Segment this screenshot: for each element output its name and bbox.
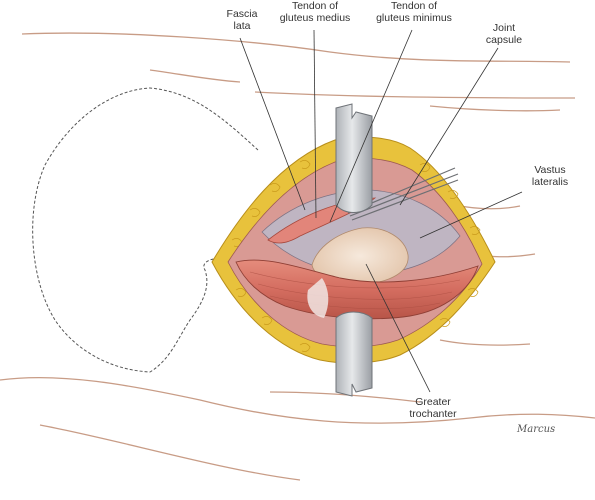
label-fascia-lata: Fascia lata <box>226 8 258 32</box>
leader-fascia-lata <box>239 37 306 211</box>
label-greater-trochanter: Greater trochanter <box>409 396 457 420</box>
vastus-lateralis-muscle <box>235 259 479 320</box>
fat-texture <box>231 160 481 352</box>
leader-vastus-lateralis <box>419 191 523 239</box>
leader-joint-capsule <box>399 47 499 206</box>
leader-greater-trochanter <box>365 263 431 393</box>
label-vastus-lateralis: Vastus lateralis <box>531 164 569 188</box>
upper-retractor <box>335 103 373 213</box>
tendon-sheen <box>307 278 329 318</box>
label-joint-capsule: Joint capsule <box>485 22 523 46</box>
artist-signature: Marcus <box>516 424 555 435</box>
pelvis-outline <box>32 87 259 373</box>
muscle-fibers <box>249 271 461 310</box>
leader-lines <box>239 29 523 393</box>
label-tendon-gluteus-minimus: Tendon of gluteus minimus <box>376 0 452 24</box>
label-tendon-gluteus-medius: Tendon of gluteus medius <box>279 0 351 24</box>
lower-retractor <box>335 311 373 397</box>
leader-gluteus-minimus <box>329 29 413 223</box>
leader-gluteus-medius <box>313 29 317 219</box>
